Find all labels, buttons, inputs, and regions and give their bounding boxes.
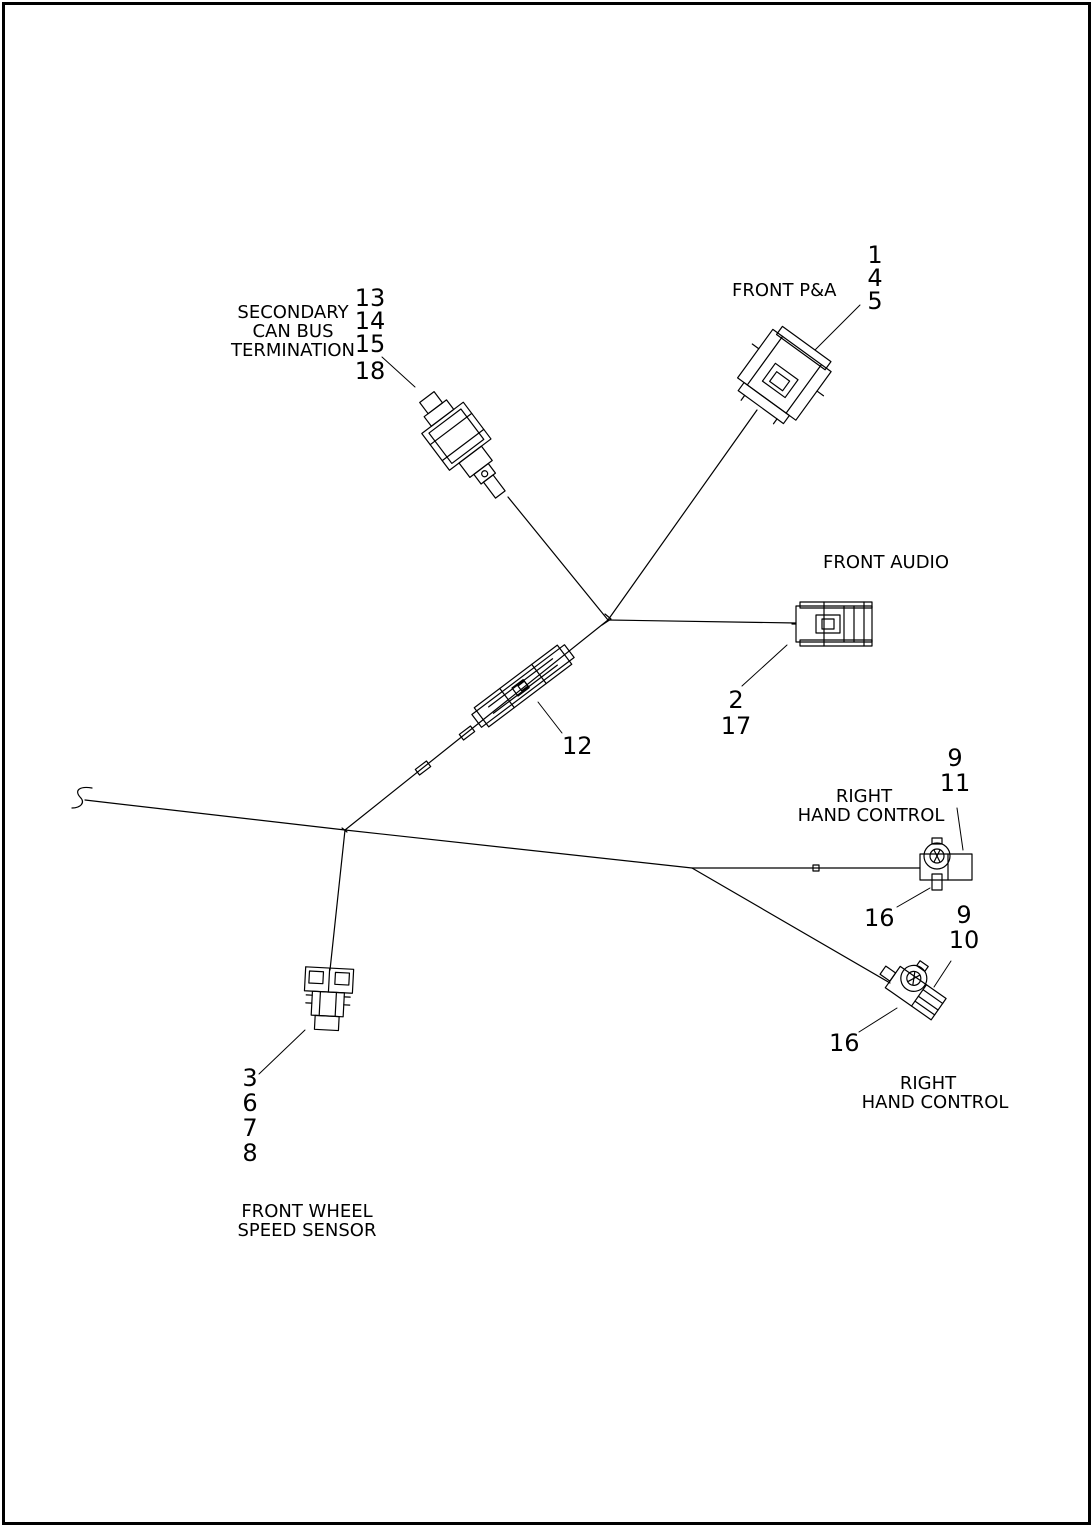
callout-rhc-lower-top: 9 10 (946, 903, 982, 953)
right-hand-control-lower-connector (875, 946, 955, 1019)
can-termination-connector (406, 381, 521, 510)
front-wheel-speed-sensor-label: FRONT WHEEL SPEED SENSOR (232, 1202, 382, 1240)
callout-rhc-lower-bottom: 16 (829, 1029, 860, 1057)
leader-lines (259, 305, 963, 1074)
callout-number: 2 (728, 686, 744, 714)
callout-number: 1 (867, 241, 883, 269)
callout-number: 7 (242, 1114, 258, 1142)
secondary-can-bus-label: SECONDARY CAN BUS TERMINATION (228, 303, 358, 360)
callout-number: 11 (939, 769, 971, 797)
label-line: RIGHT (835, 786, 893, 807)
right-hand-control-upper-connector (920, 838, 972, 890)
callout-number: 10 (948, 926, 980, 954)
inline-splice-b (415, 761, 430, 775)
callout-number: 6 (242, 1089, 258, 1117)
label-line: TERMINATION (230, 340, 356, 361)
front-wheel-speed-sensor-connector (302, 967, 353, 1031)
callout-number: 3 (242, 1064, 258, 1092)
front-pa-label: FRONT P&A (732, 280, 837, 301)
callout-front-pa: 1 4 5 (862, 241, 888, 315)
callout-secondary-can: 13 14 15 18 (350, 284, 390, 385)
callout-number: 14 (354, 307, 386, 335)
callout-number: 15 (354, 330, 386, 358)
inline-fuse-holder (469, 642, 576, 731)
inline-splice-a (459, 726, 474, 740)
label-line: SECONDARY (237, 302, 349, 323)
right-hand-control-lower-label: RIGHT HAND CONTROL (857, 1074, 1013, 1112)
label-line: RIGHT (899, 1073, 957, 1094)
label-line: SPEED SENSOR (237, 1220, 377, 1241)
callout-number: 8 (242, 1139, 258, 1167)
callout-front-wheel-speed-sensor: 3 6 7 8 (238, 1066, 262, 1166)
label-line: CAN BUS (252, 321, 334, 342)
inline-splice-c (813, 865, 819, 871)
callout-rhc-upper-top: 9 11 (937, 746, 973, 796)
callout-number: 5 (867, 287, 883, 315)
callout-front-audio: 2 17 (716, 687, 756, 739)
front-audio-connector (792, 602, 872, 646)
callout-number: 4 (867, 264, 883, 292)
front-audio-label: FRONT AUDIO (823, 552, 950, 573)
label-line: FRONT WHEEL (241, 1201, 373, 1222)
callout-number: 18 (354, 357, 386, 385)
callout-number: 13 (354, 284, 386, 312)
front-pa-connector (722, 318, 843, 438)
right-hand-control-upper-label: RIGHT HAND CONTROL (793, 787, 949, 825)
callout-rhc-upper-bottom: 16 (864, 904, 895, 932)
label-line: HAND CONTROL (797, 805, 945, 826)
callout-number: 9 (947, 744, 963, 772)
callout-number: 17 (720, 712, 752, 740)
label-line: HAND CONTROL (861, 1092, 1009, 1113)
callout-number: 9 (956, 901, 972, 929)
wire-cut-end-symbol (72, 787, 92, 808)
callout-inline-fuse: 12 (562, 732, 593, 760)
